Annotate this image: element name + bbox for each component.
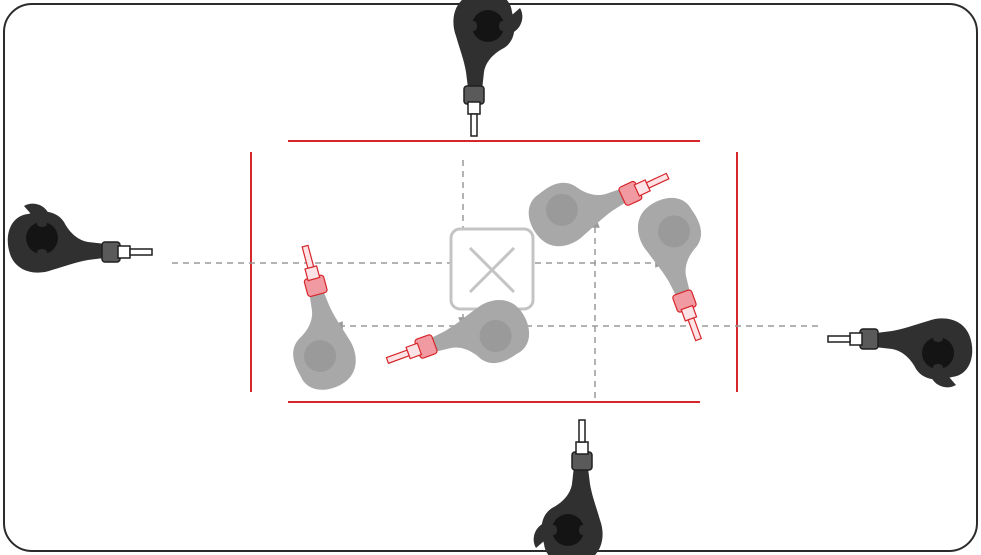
movement-paths — [172, 160, 818, 398]
boundary-lines — [250, 140, 738, 403]
close-x-icon — [449, 227, 535, 311]
